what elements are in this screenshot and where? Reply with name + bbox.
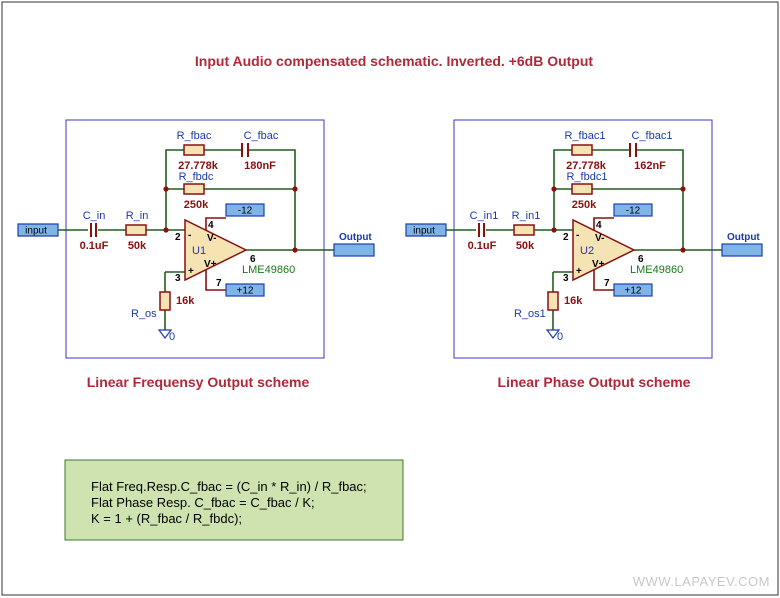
right-neg-rail-port	[613, 203, 653, 217]
right-c-fbac-ref: C_fbac1	[632, 130, 673, 142]
right-r-os-value: 16k	[564, 295, 583, 307]
left-c-fbac-capacitor	[241, 143, 249, 157]
left-ground-icon	[157, 329, 173, 339]
left-pin-vneg: 4	[208, 220, 214, 231]
right-opamp-part: LME49860	[630, 264, 683, 276]
right-caption: Linear Phase Output scheme	[498, 374, 691, 390]
left-caption: Linear Frequensy Output scheme	[87, 374, 310, 390]
left-r-in-ref: R_in	[126, 210, 149, 222]
left-r-fbdc-value: 250k	[184, 199, 209, 211]
schematic-title: Input Audio compensated schematic. Inver…	[195, 53, 593, 69]
right-opamp-plus: +	[576, 266, 582, 277]
right-c-in-value: 0.1uF	[468, 240, 497, 252]
right-r-fbac-ref: R_fbac1	[565, 130, 606, 142]
right-output-port	[721, 243, 763, 257]
right-pin-vneg: 4	[596, 220, 602, 231]
left-opamp-ref: U1	[192, 245, 206, 257]
right-pos-rail-port	[613, 283, 653, 297]
right-opamp-vminus: V-	[595, 233, 604, 244]
left-output-port	[333, 243, 375, 257]
right-pin-out: 6	[638, 254, 644, 265]
left-r-in-value: 50k	[128, 240, 147, 252]
left-r-os-value: 16k	[176, 295, 195, 307]
right-input-port-label: input	[413, 226, 435, 237]
right-pin-vpos: 7	[604, 278, 610, 289]
left-input-port	[17, 223, 59, 237]
right-r-fbdc-value: 250k	[572, 199, 597, 211]
right-c-in-ref: C_in1	[470, 210, 499, 222]
right-r-in-value: 50k	[516, 240, 535, 252]
right-r-fbdc-ref: R_fbdc1	[567, 171, 608, 183]
right-r-in-ref: R_in1	[512, 210, 541, 222]
right-ground-label: 0	[557, 331, 563, 343]
left-input-port-label: input	[25, 226, 47, 237]
right-opamp-ref: U2	[580, 245, 594, 257]
left-ground-label: 0	[169, 331, 175, 343]
right-input-port	[405, 223, 447, 237]
right-neg-rail-label: -12	[626, 206, 641, 217]
left-c-in-ref: C_in	[83, 210, 106, 222]
left-r-os-resistor	[159, 291, 171, 311]
left-opamp-vminus: V-	[207, 233, 216, 244]
right-pin-inv: 2	[563, 232, 569, 243]
left-opamp-part: LME49860	[242, 264, 295, 276]
right-r-fbac-value: 27.778k	[566, 160, 607, 172]
left-output-label: Output	[339, 232, 372, 243]
left-r-fbdc-resistor	[183, 183, 205, 195]
left-opamp-plus: +	[188, 266, 194, 277]
right-output-label: Output	[727, 232, 760, 243]
left-r-fbdc-ref: R_fbdc	[179, 171, 214, 183]
right-c-fbac-capacitor	[629, 143, 637, 157]
watermark: WWW.LAPAYEV.COM	[633, 574, 770, 589]
right-r-os-ref: R_os1	[514, 308, 546, 320]
left-pin-out: 6	[250, 254, 256, 265]
left-pos-rail-port	[225, 283, 265, 297]
formula-box	[64, 459, 404, 541]
left-opamp-vplus: V+	[204, 259, 217, 270]
left-c-fbac-ref: C_fbac	[244, 130, 279, 142]
right-r-os-resistor	[547, 291, 559, 311]
left-pos-rail-label: +12	[237, 286, 254, 297]
left-pin-noninv: 3	[175, 273, 181, 284]
right-c-fbac-value: 162nF	[634, 160, 666, 172]
right-opamp-minus: -	[576, 230, 579, 241]
left-r-fbac-ref: R_fbac	[177, 130, 212, 142]
left-circuit-frame	[65, 119, 325, 359]
left-c-in-capacitor	[90, 223, 97, 237]
left-circuit: input C_in 0.1uF R_in 50k R_fbac 27.778k…	[17, 119, 375, 390]
left-neg-rail-port	[225, 203, 265, 217]
left-opamp-minus: -	[188, 230, 191, 241]
right-r-in-resistor	[513, 224, 535, 236]
left-opamp-symbol	[184, 218, 248, 282]
formula-line-3: K = 1 + (R_fbac / R_fbdc);	[91, 511, 242, 526]
right-pos-rail-label: +12	[625, 286, 642, 297]
right-c-in-capacitor	[478, 223, 485, 237]
left-pin-vpos: 7	[216, 278, 222, 289]
left-c-in-value: 0.1uF	[80, 240, 109, 252]
left-r-in-resistor	[125, 224, 147, 236]
right-ground-icon	[545, 329, 561, 339]
right-circuit: input C_in1 0.1uF R_in1 50k R_fbac1 27.7…	[405, 119, 763, 390]
formula-line-2: Flat Phase Resp. C_fbac = C_fbac / K;	[91, 495, 315, 510]
left-r-fbac-resistor	[183, 144, 205, 156]
left-neg-rail-label: -12	[238, 206, 253, 217]
left-pin-inv: 2	[175, 232, 181, 243]
left-r-fbac-value: 27.778k	[178, 160, 219, 172]
left-r-os-ref: R_os	[131, 308, 157, 320]
right-r-fbac-resistor	[571, 144, 593, 156]
formula-line-1: Flat Freq.Resp.C_fbac = (C_in * R_in) / …	[91, 479, 367, 494]
right-opamp-symbol	[572, 218, 636, 282]
right-r-fbdc-resistor	[571, 183, 593, 195]
right-pin-noninv: 3	[563, 273, 569, 284]
left-c-fbac-value: 180nF	[244, 160, 276, 172]
right-opamp-vplus: V+	[592, 259, 605, 270]
right-circuit-frame	[453, 119, 713, 359]
